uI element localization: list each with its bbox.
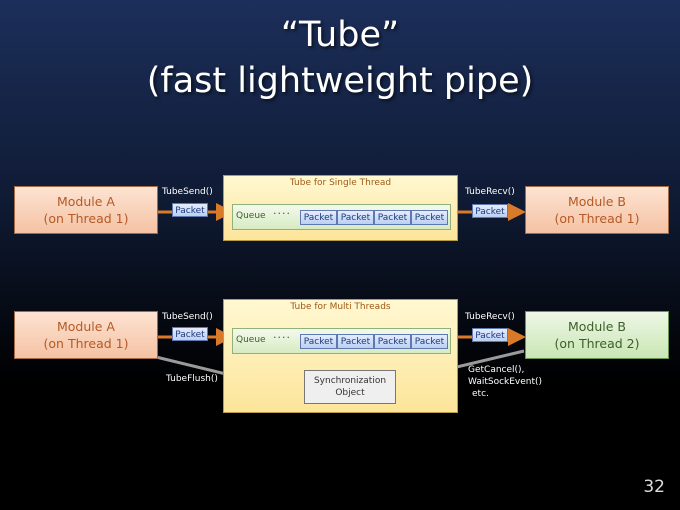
tuberecv-label-multi: TubeRecv() — [465, 312, 515, 322]
tubeflush-label: TubeFlush() — [166, 374, 218, 384]
queue-packet: Packet — [374, 210, 411, 225]
tube-multi-label: Tube for Multi Threads — [290, 302, 391, 312]
module-b-single: Module B (on Thread 1) — [525, 186, 669, 234]
queue-packet: Packet — [300, 210, 337, 225]
tubesend-label-multi: TubeSend() — [162, 312, 213, 322]
queue-packet: Packet — [411, 210, 448, 225]
module-a-multi: Module A (on Thread 1) — [14, 311, 158, 359]
module-b-single-name: Module B — [567, 194, 626, 209]
tube-single-label: Tube for Single Thread — [289, 178, 392, 188]
module-b-single-thread: (on Thread 1) — [554, 211, 640, 226]
queue-packet: Packet — [411, 334, 448, 349]
sync-line2: Object — [335, 388, 365, 398]
queue-multi-dots: ···· — [273, 331, 291, 344]
queue-single-dots: ···· — [273, 207, 291, 220]
tube-single-thread: Tube for Single Thread Queue ···· Packet… — [223, 175, 458, 241]
queue-multi-label: Queue — [236, 335, 266, 345]
queue-packet: Packet — [337, 334, 374, 349]
module-a-single: Module A (on Thread 1) — [14, 186, 158, 234]
wait-line-3: etc. — [472, 389, 489, 399]
wait-line-2: WaitSockEvent() — [468, 377, 543, 387]
send-packet-single: Packet — [172, 203, 208, 217]
tube-multi-threads: Tube for Multi Threads Queue ···· Packet… — [223, 299, 458, 413]
module-a-single-name: Module A — [57, 194, 115, 209]
wait-line-1: GetCancel(), — [468, 365, 525, 375]
queue-single-label: Queue — [236, 211, 266, 221]
recv-packet-single: Packet — [472, 204, 508, 218]
module-b-multi-name: Module B — [567, 319, 626, 334]
synchronization-object: Synchronization Object — [304, 370, 396, 404]
queue-packet: Packet — [337, 210, 374, 225]
module-a-multi-thread: (on Thread 1) — [43, 336, 129, 351]
module-a-multi-name: Module A — [57, 319, 115, 334]
slide-title-line2: (fast lightweight pipe) — [146, 61, 534, 101]
module-b-multi-thread: (on Thread 2) — [554, 336, 640, 351]
slide-title-line1: “Tube” — [280, 15, 400, 55]
queue-packet: Packet — [374, 334, 411, 349]
wait-functions-label: GetCancel(), WaitSockEvent() etc. — [468, 364, 542, 400]
sync-line1: Synchronization — [313, 376, 387, 386]
queue-multi: Queue ···· Packet Packet Packet Packet — [232, 328, 451, 354]
module-b-multi: Module B (on Thread 2) — [525, 311, 669, 359]
queue-packet: Packet — [300, 334, 337, 349]
tuberecv-label-single: TubeRecv() — [465, 187, 515, 197]
send-packet-multi: Packet — [172, 327, 208, 341]
recv-packet-multi: Packet — [472, 328, 508, 342]
module-a-single-thread: (on Thread 1) — [43, 211, 129, 226]
page-number: 32 — [643, 477, 665, 497]
queue-single: Queue ···· Packet Packet Packet Packet — [232, 204, 451, 230]
tubesend-label-single: TubeSend() — [162, 187, 213, 197]
